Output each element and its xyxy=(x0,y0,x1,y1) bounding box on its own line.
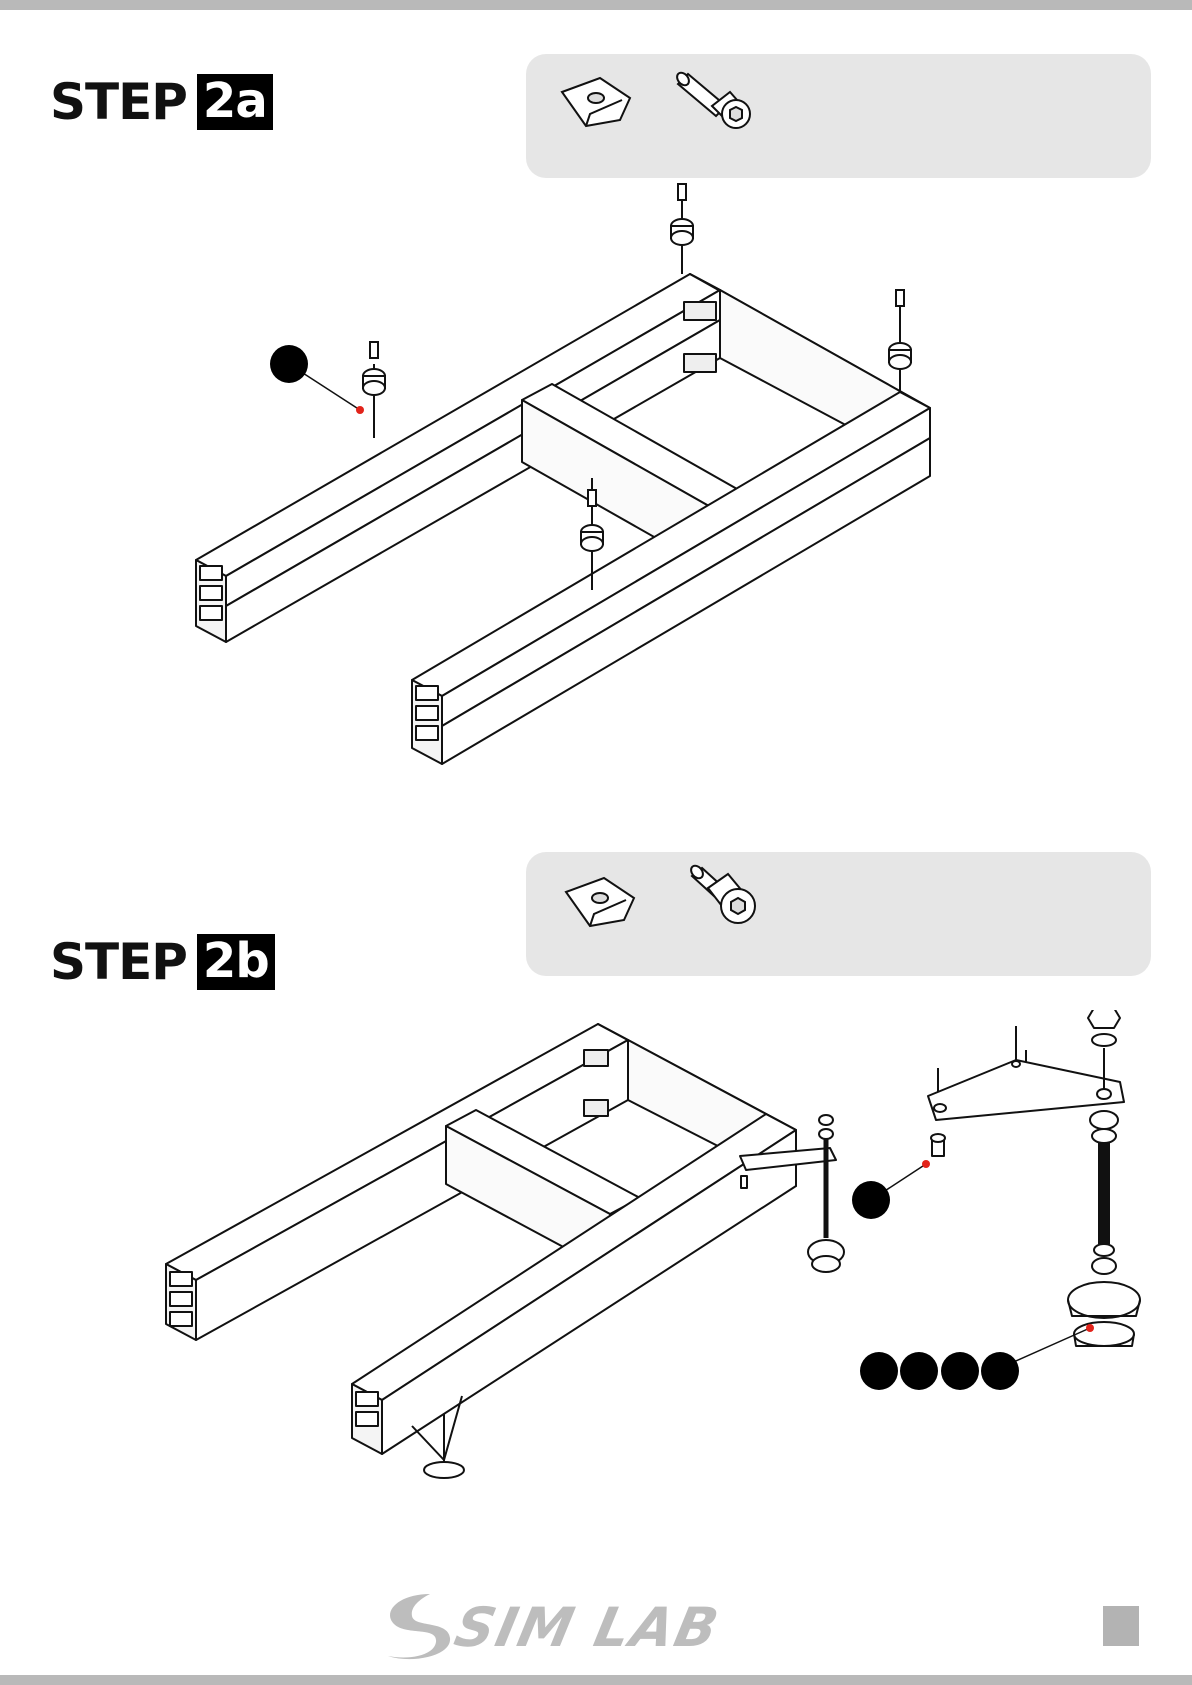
t-nut-icon xyxy=(566,878,634,926)
step-2b-word: STEP xyxy=(50,937,187,987)
long-socket-head-bolt-icon xyxy=(675,70,750,128)
hotspot-2b-bolt xyxy=(922,1160,930,1168)
page-number-marker xyxy=(1103,1606,1139,1646)
short-socket-head-bolt-icon xyxy=(689,863,755,923)
step-2b-title: STEP 2b xyxy=(50,932,275,992)
callout-marker-2b-2 xyxy=(900,1352,938,1390)
callout-marker-2b-1 xyxy=(860,1352,898,1390)
sim-lab-swoosh-icon xyxy=(378,1590,458,1664)
spacer-bolt-2 xyxy=(671,184,693,274)
callout-marker-2b-3 xyxy=(941,1352,979,1390)
hotspot-2a xyxy=(356,406,364,414)
t-nut-icon xyxy=(562,78,630,126)
page-top-bar xyxy=(0,0,1192,10)
sim-lab-logo: SIM LAB xyxy=(378,1590,778,1664)
page-bottom-bar xyxy=(0,1675,1192,1685)
leveling-foot-exploded xyxy=(928,1010,1140,1346)
parts-box-2b xyxy=(526,852,1151,976)
spacer-bolt-3 xyxy=(889,290,911,392)
step-2a-frame-diagram xyxy=(0,170,1192,790)
callout-marker-2b-single xyxy=(852,1181,890,1219)
spacer-bolt-1 xyxy=(363,342,385,438)
step-2a-word: STEP xyxy=(50,77,187,127)
step-2b-number: 2b xyxy=(197,934,275,990)
sim-lab-wordmark: SIM LAB xyxy=(449,1596,725,1659)
step-2b-frame-diagram xyxy=(0,1010,1192,1510)
parts-box-2a xyxy=(526,54,1151,178)
hotspot-2b-foot xyxy=(1086,1324,1094,1332)
callout-marker-2b-4 xyxy=(981,1352,1019,1390)
callout-marker-2a xyxy=(270,345,308,383)
step-2a-title: STEP 2a xyxy=(50,72,273,132)
step-2a-number: 2a xyxy=(197,74,273,130)
